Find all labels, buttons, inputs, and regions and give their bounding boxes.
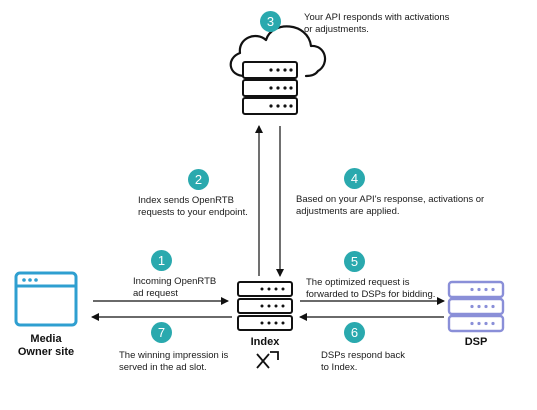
step-4-text: Based on your API's response, activation…	[296, 194, 485, 217]
step-badge-3: 3	[260, 11, 281, 32]
api-server-stack-icon	[242, 61, 298, 115]
step-badge-4: 4	[344, 168, 365, 189]
dsp-label: DSP	[464, 336, 488, 348]
media-owner-label: Media Owner site	[17, 333, 75, 358]
index-label: Index	[250, 336, 280, 348]
step-badge-1: 1	[151, 250, 172, 271]
step-6-text: DSPs respond back to Index.	[321, 350, 405, 373]
step-2-text: Index sends OpenRTB requests to your end…	[138, 195, 248, 218]
step-badge-6: 6	[344, 322, 365, 343]
step-badge-5: 5	[344, 251, 365, 272]
step-7-text: The winning impression is served in the …	[119, 350, 229, 373]
step-3-text: Your API responds with activations or ad…	[304, 12, 450, 35]
step-badge-7: 7	[151, 322, 172, 343]
api-cloud-icon	[229, 25, 327, 115]
step-5-text: The optimized request is forwarded to DS…	[306, 277, 436, 300]
step-1-text: Incoming OpenRTB ad request	[133, 276, 217, 299]
browser-window-icon	[14, 271, 78, 327]
index-server-rack-icon	[237, 281, 293, 331]
dsp-server-rack-icon	[447, 280, 505, 333]
step-badge-2: 2	[188, 169, 209, 190]
index-logo-icon	[256, 351, 279, 369]
